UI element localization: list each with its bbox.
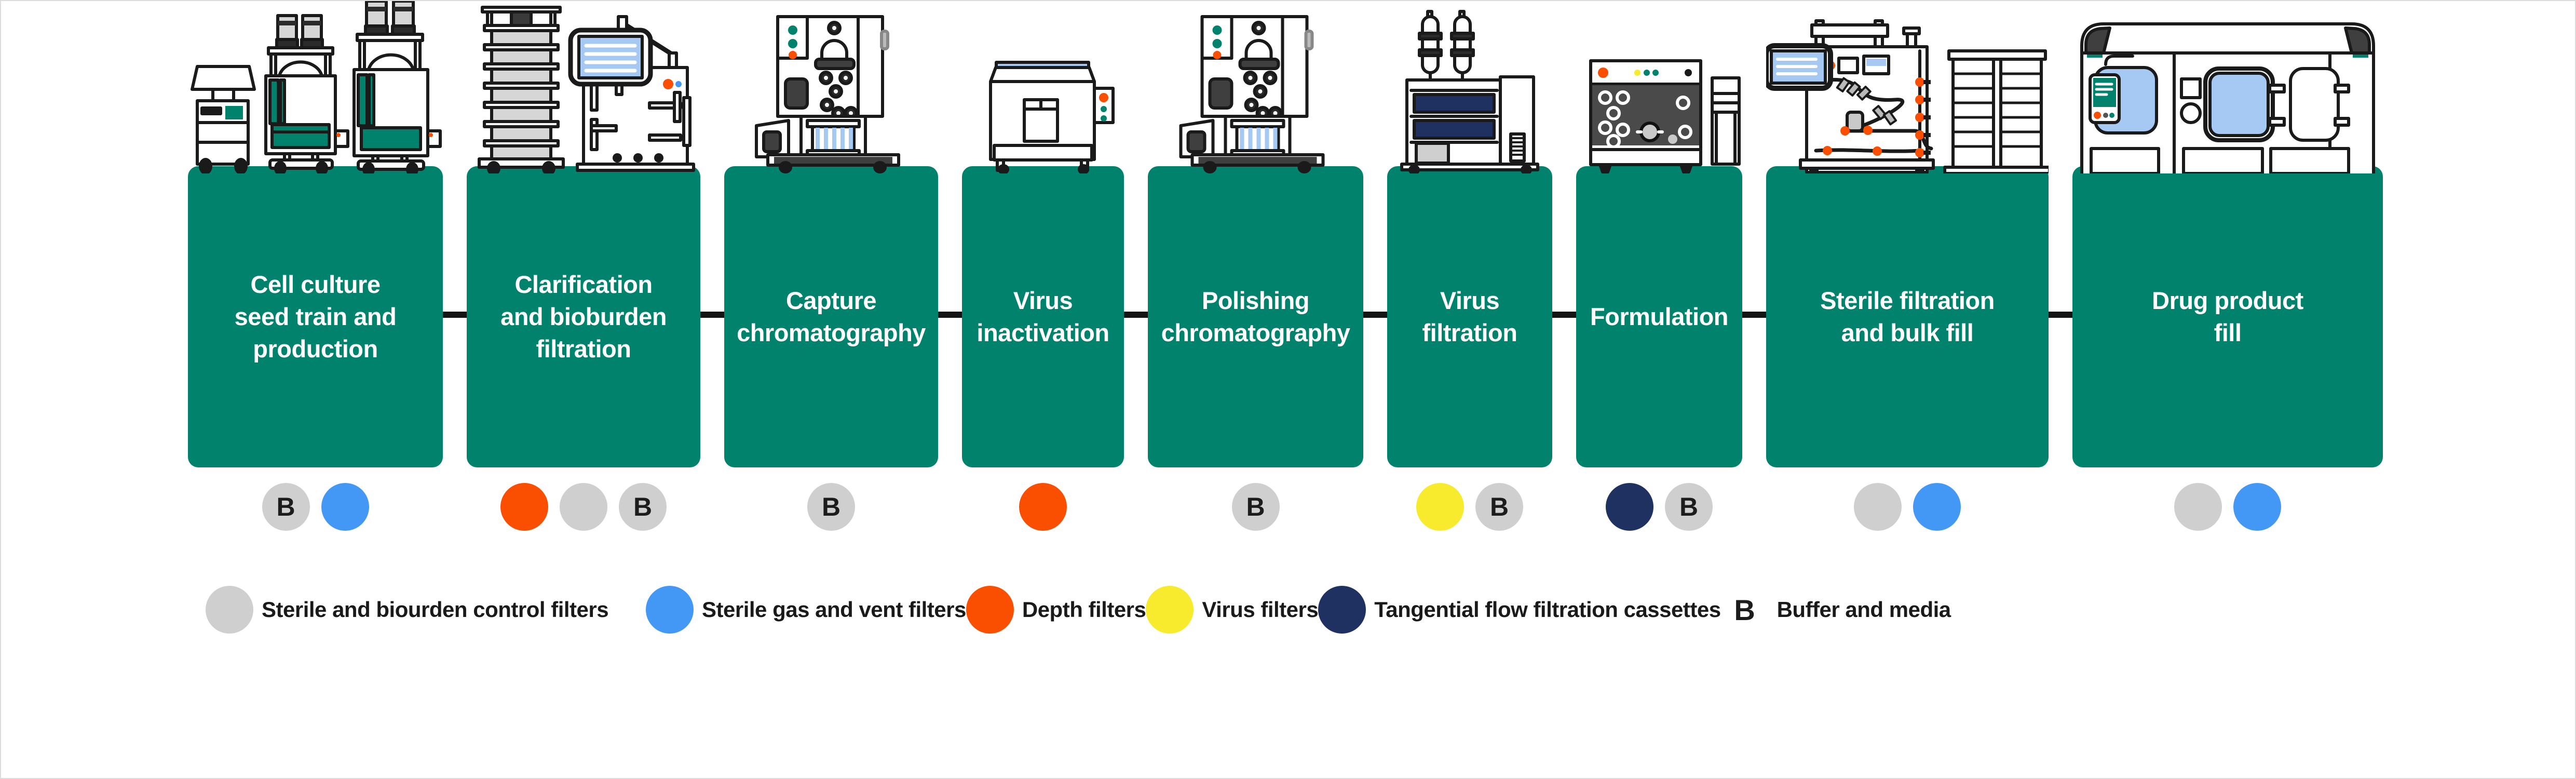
stage-box: Drug product fill [2072,166,2383,467]
rocker-and-single-use-bioreactors-icon [188,1,443,173]
stage-markers [1766,483,2049,531]
stages-row: Cell culture seed train and production B [188,1,2383,531]
stage-label: Virus inactivation [977,287,1109,346]
stage-label: Virus filtration [1422,287,1517,346]
legend-item-sterile-bioburden: Sterile and biourden control filters [206,576,646,643]
stage-markers: B [1387,483,1552,531]
marker-dot [321,483,369,531]
legend-label: Sterile gas and vent filters [702,597,966,622]
orange-dot-swatch [966,586,1014,634]
depth-filter-stack-and-skid-icon [467,1,700,173]
marker-dot: B [262,483,310,531]
legend-item-tff-cassettes: Tangential flow filtration cassettes [1318,576,1721,643]
buffer-letter-swatch: B [1734,593,1755,626]
stage-label: Formulation [1590,303,1729,330]
stage-cell-culture: Cell culture seed train and production B [188,1,443,531]
buffer-letter: B [1489,492,1509,521]
marker-dot: B [1665,483,1713,531]
legend-label: Sterile and biourden control filters [262,597,609,622]
legend-label: Depth filters [1022,597,1146,622]
marker-dot [1606,483,1653,531]
chromatography-system-icon [1148,1,1363,173]
legend-item-virus-filters: Virus filters [1146,576,1319,643]
stage-markers: B [724,483,938,531]
marker-dot [1854,483,1902,531]
stage-polishing-chromatography: Polishing chromatography B [1148,1,1363,531]
gray-dot-swatch [206,586,253,634]
stage-box: Sterile filtration and bulk fill [1766,166,2049,467]
marker-dot [1416,483,1464,531]
stage-clarification: Clarification and bioburden filtration B [467,1,700,531]
legend-item-depth-filters: Depth filters [966,576,1146,643]
stage-virus-inactivation: Virus inactivation [962,1,1124,531]
marker-dot: B [1231,483,1280,531]
stage-label: Polishing chromatography [1161,287,1350,346]
tff-system-and-cart-icon [1576,1,1742,173]
buffer-letter: B [1246,492,1265,521]
virus-filtration-skid-icon [1387,1,1552,173]
stage-box: Clarification and bioburden filtration [467,166,700,467]
buffer-letter: B [633,492,653,521]
buffer-letter: B [1679,492,1699,521]
stage-markers: B [188,483,443,531]
legend-label: Virus filters [1202,597,1319,622]
stage-sterile-filtration-bulk-fill: Sterile filtration and bulk fill [1766,1,2049,531]
stage-box: Virus filtration [1387,166,1552,467]
isolator-filling-line-icon [2072,1,2383,173]
stage-drug-product-fill: Drug product fill [2072,1,2383,531]
chromatography-system-icon [724,1,938,173]
stage-box: Formulation [1576,166,1742,467]
stage-label: Sterile filtration and bulk fill [1820,287,1995,346]
buffer-letter: B [821,492,841,521]
stage-box: Capture chromatography [724,166,938,467]
stage-formulation: Formulation B [1576,1,1742,531]
stage-markers [962,483,1124,531]
legend: Sterile and biourden control filters Ste… [206,576,1951,643]
legend-item-sterile-gas-vent: Sterile gas and vent filters [646,576,966,643]
legend-label: Buffer and media [1777,597,1951,622]
stage-markers: B [467,483,700,531]
marker-dot [500,483,548,531]
stage-label: Capture chromatography [737,287,926,346]
marker-dot: B [807,483,855,531]
legend-label: Tangential flow filtration cassettes [1374,597,1721,622]
stage-label: Drug product fill [2152,287,2303,346]
buffer-letter: B [276,492,295,521]
stage-box: Virus inactivation [962,166,1124,467]
bulk-fill-machine-and-rack-icon [1766,1,2049,173]
marker-dot: B [619,483,667,531]
yellow-dot-swatch [1146,586,1194,634]
stage-markers: B [1576,483,1742,531]
blue-dot-swatch [646,586,694,634]
stage-markers [2072,483,2383,531]
marker-dot [2233,483,2281,531]
stage-markers: B [1148,483,1363,531]
stage-box: Polishing chromatography [1148,166,1363,467]
inactivation-chamber-icon [962,1,1124,173]
marker-dot [2174,483,2222,531]
stage-capture-chromatography: Capture chromatography B [724,1,938,531]
navy-dot-swatch [1318,586,1366,634]
stage-virus-filtration: Virus filtration B [1387,1,1552,531]
marker-dot [560,483,607,531]
marker-dot: B [1475,483,1523,531]
legend-item-buffer-media: B Buffer and media [1721,576,1951,643]
stage-label: Clarification and bioburden filtration [500,271,667,362]
stage-label: Cell culture seed train and production [234,271,397,362]
marker-dot [1019,483,1067,531]
stage-box: Cell culture seed train and production [188,166,443,467]
marker-dot [1913,483,1961,531]
